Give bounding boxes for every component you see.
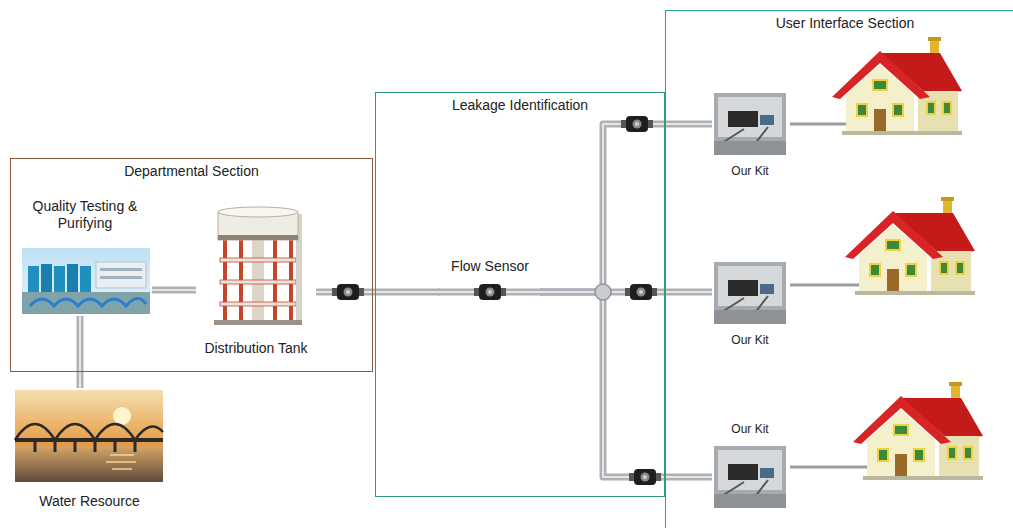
purifying-plant-picture — [100, 276, 142, 279]
purifying-plant-picture — [67, 264, 78, 294]
purifying-plant-picture — [100, 268, 142, 271]
flow-sensor-icon — [332, 284, 364, 300]
kit-photo — [714, 262, 786, 324]
distribution-tank-picture — [218, 207, 298, 217]
node-label: Water Resource — [37, 493, 142, 510]
pipe-highlight — [79, 316, 81, 388]
pipe-highlight — [540, 292, 712, 477]
distribution-tank-picture — [220, 258, 296, 262]
river-bridge-picture — [15, 390, 163, 446]
section-title: Leakage Identification — [376, 93, 664, 114]
purifying-plant-picture — [22, 248, 150, 314]
water-pipe — [152, 287, 196, 294]
section-title: Departmental Section — [11, 159, 372, 180]
river-bridge-picture — [15, 438, 163, 442]
kit-node: Our Kit — [712, 92, 788, 178]
flow-sensor-icon — [625, 284, 657, 300]
purifying-plant-picture — [54, 266, 65, 294]
section-box: Departmental SectionQuality Testing & Pu… — [10, 158, 373, 372]
river-bridge-picture — [15, 390, 163, 482]
pipe-highlight — [540, 124, 712, 292]
node-label: Our Kit — [729, 422, 770, 436]
purifying-plant-picture — [41, 264, 52, 294]
river-bridge-picture — [113, 407, 131, 425]
water-pipe — [540, 292, 712, 477]
purifying-plant-picture — [28, 266, 39, 294]
pipe-highlight — [152, 289, 196, 291]
distribution-tank-picture — [218, 235, 298, 240]
distribution-tank-picture — [220, 280, 296, 284]
kit-node: Our Kit — [712, 261, 788, 347]
tank-node: Distribution Tank — [196, 205, 316, 357]
river-bridge-picture — [15, 446, 163, 482]
distribution-tank-picture — [220, 302, 296, 306]
flow-sensor-icon — [629, 469, 661, 485]
house-line — [790, 123, 846, 126]
flow-sensor-icon — [474, 284, 506, 300]
section-title: User Interface Section — [666, 11, 1013, 32]
river-bridge-picture — [35, 442, 135, 452]
distribution-tank-picture — [214, 207, 302, 325]
river-bridge-picture — [15, 424, 163, 440]
water-pipe — [540, 124, 712, 292]
section-box: Leakage IdentificationFlow Sensor — [375, 92, 665, 497]
house-line — [790, 284, 859, 287]
node-label: Our Kit — [729, 164, 770, 178]
node-label: Distribution Tank — [202, 340, 309, 357]
house-icon — [853, 382, 983, 480]
purifying-plant-picture — [30, 298, 146, 306]
river-bridge-picture — [106, 455, 136, 469]
section-box: User Interface SectionOur KitOur KitOur … — [665, 10, 1013, 528]
pipe-junction — [595, 284, 611, 300]
house-line — [790, 124, 867, 467]
distribution-tank-picture — [214, 320, 302, 325]
purifying-plant-picture — [96, 262, 146, 288]
house-icon — [832, 37, 962, 135]
kit-photo — [714, 93, 786, 155]
node-label: Flow Sensor — [449, 258, 531, 275]
sensor-node: Flow Sensor — [440, 258, 540, 304]
kit-photo — [714, 446, 786, 508]
purifying-plant-picture — [80, 266, 91, 294]
kit-node: Our Kit — [712, 422, 788, 512]
water-pipe — [77, 316, 84, 388]
purifying-plant-picture — [22, 248, 150, 314]
house-icon — [845, 197, 975, 295]
flow-sensor-icon — [621, 116, 653, 132]
node-label: Quality Testing & Purifying — [18, 198, 152, 232]
source-node: Water Resource — [12, 388, 167, 510]
purifying-plant-picture — [22, 292, 150, 314]
house-line — [790, 466, 867, 469]
plant-node: Quality Testing & Purifying — [18, 198, 152, 316]
node-label: Our Kit — [729, 333, 770, 347]
